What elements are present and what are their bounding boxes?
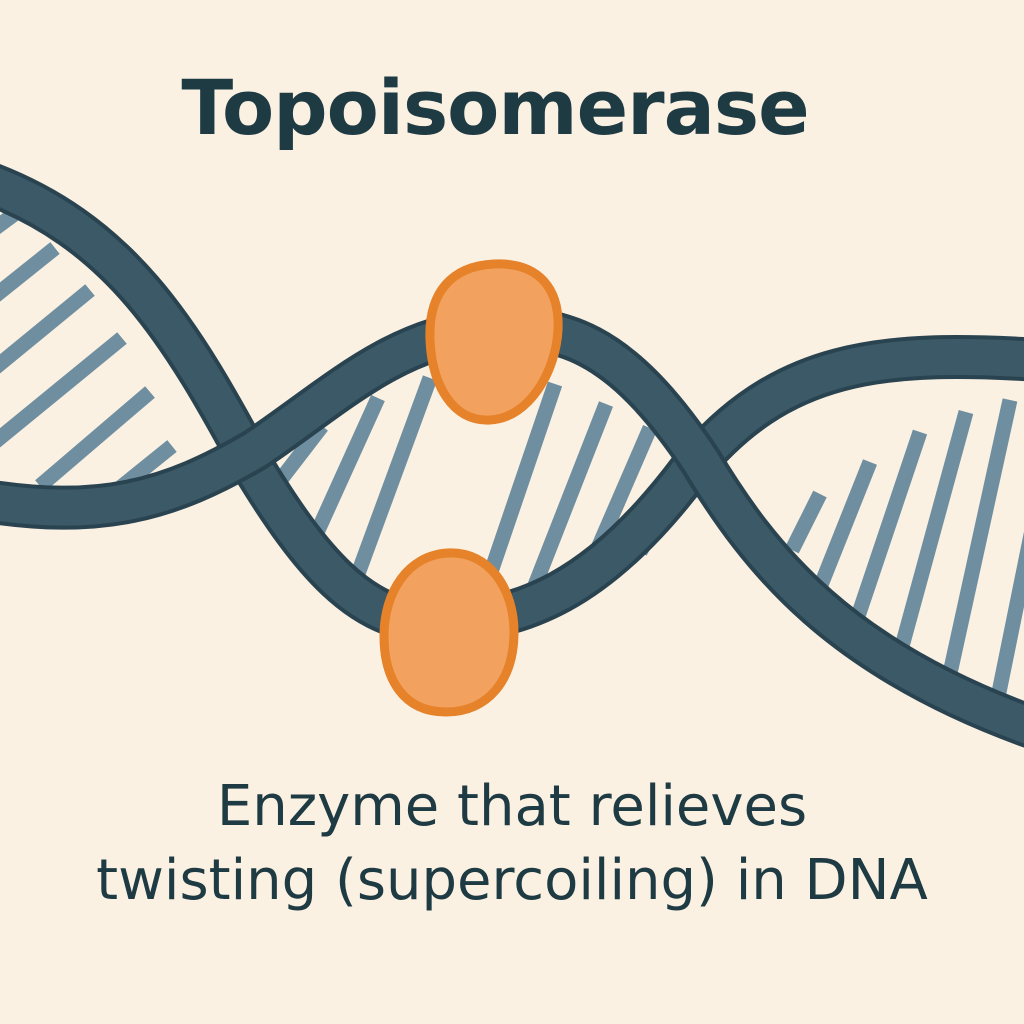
- diagram-title: Topoisomerase: [181, 63, 809, 152]
- base-pair-rung: [276, 421, 328, 483]
- base-pair-rung: [785, 490, 827, 554]
- base-pair-rung: [344, 375, 438, 593]
- caption-line-1: Enzyme that relieves: [216, 774, 808, 839]
- diagram-caption: Enzyme that relieves twisting (supercoil…: [0, 770, 1024, 919]
- base-pair-rung: [303, 394, 385, 552]
- base-pair-rung: [887, 410, 974, 674]
- enzyme-subunit-icon: [425, 259, 563, 425]
- base-pair-rung: [842, 429, 928, 643]
- base-pair-rung: [0, 242, 60, 302]
- base-pair-rung: [0, 332, 127, 448]
- base-pair-rung: [937, 398, 1018, 698]
- base-pair-rung: [808, 459, 877, 603]
- caption-line-2: twisting (supercoiling) in DNA: [96, 848, 928, 914]
- base-pair-rung: [987, 531, 1024, 714]
- base-pair-rung: [35, 386, 155, 492]
- enzyme-subunit-icon: [379, 548, 519, 717]
- base-pair-rung: [0, 284, 95, 374]
- base-pair-rung: [523, 401, 613, 601]
